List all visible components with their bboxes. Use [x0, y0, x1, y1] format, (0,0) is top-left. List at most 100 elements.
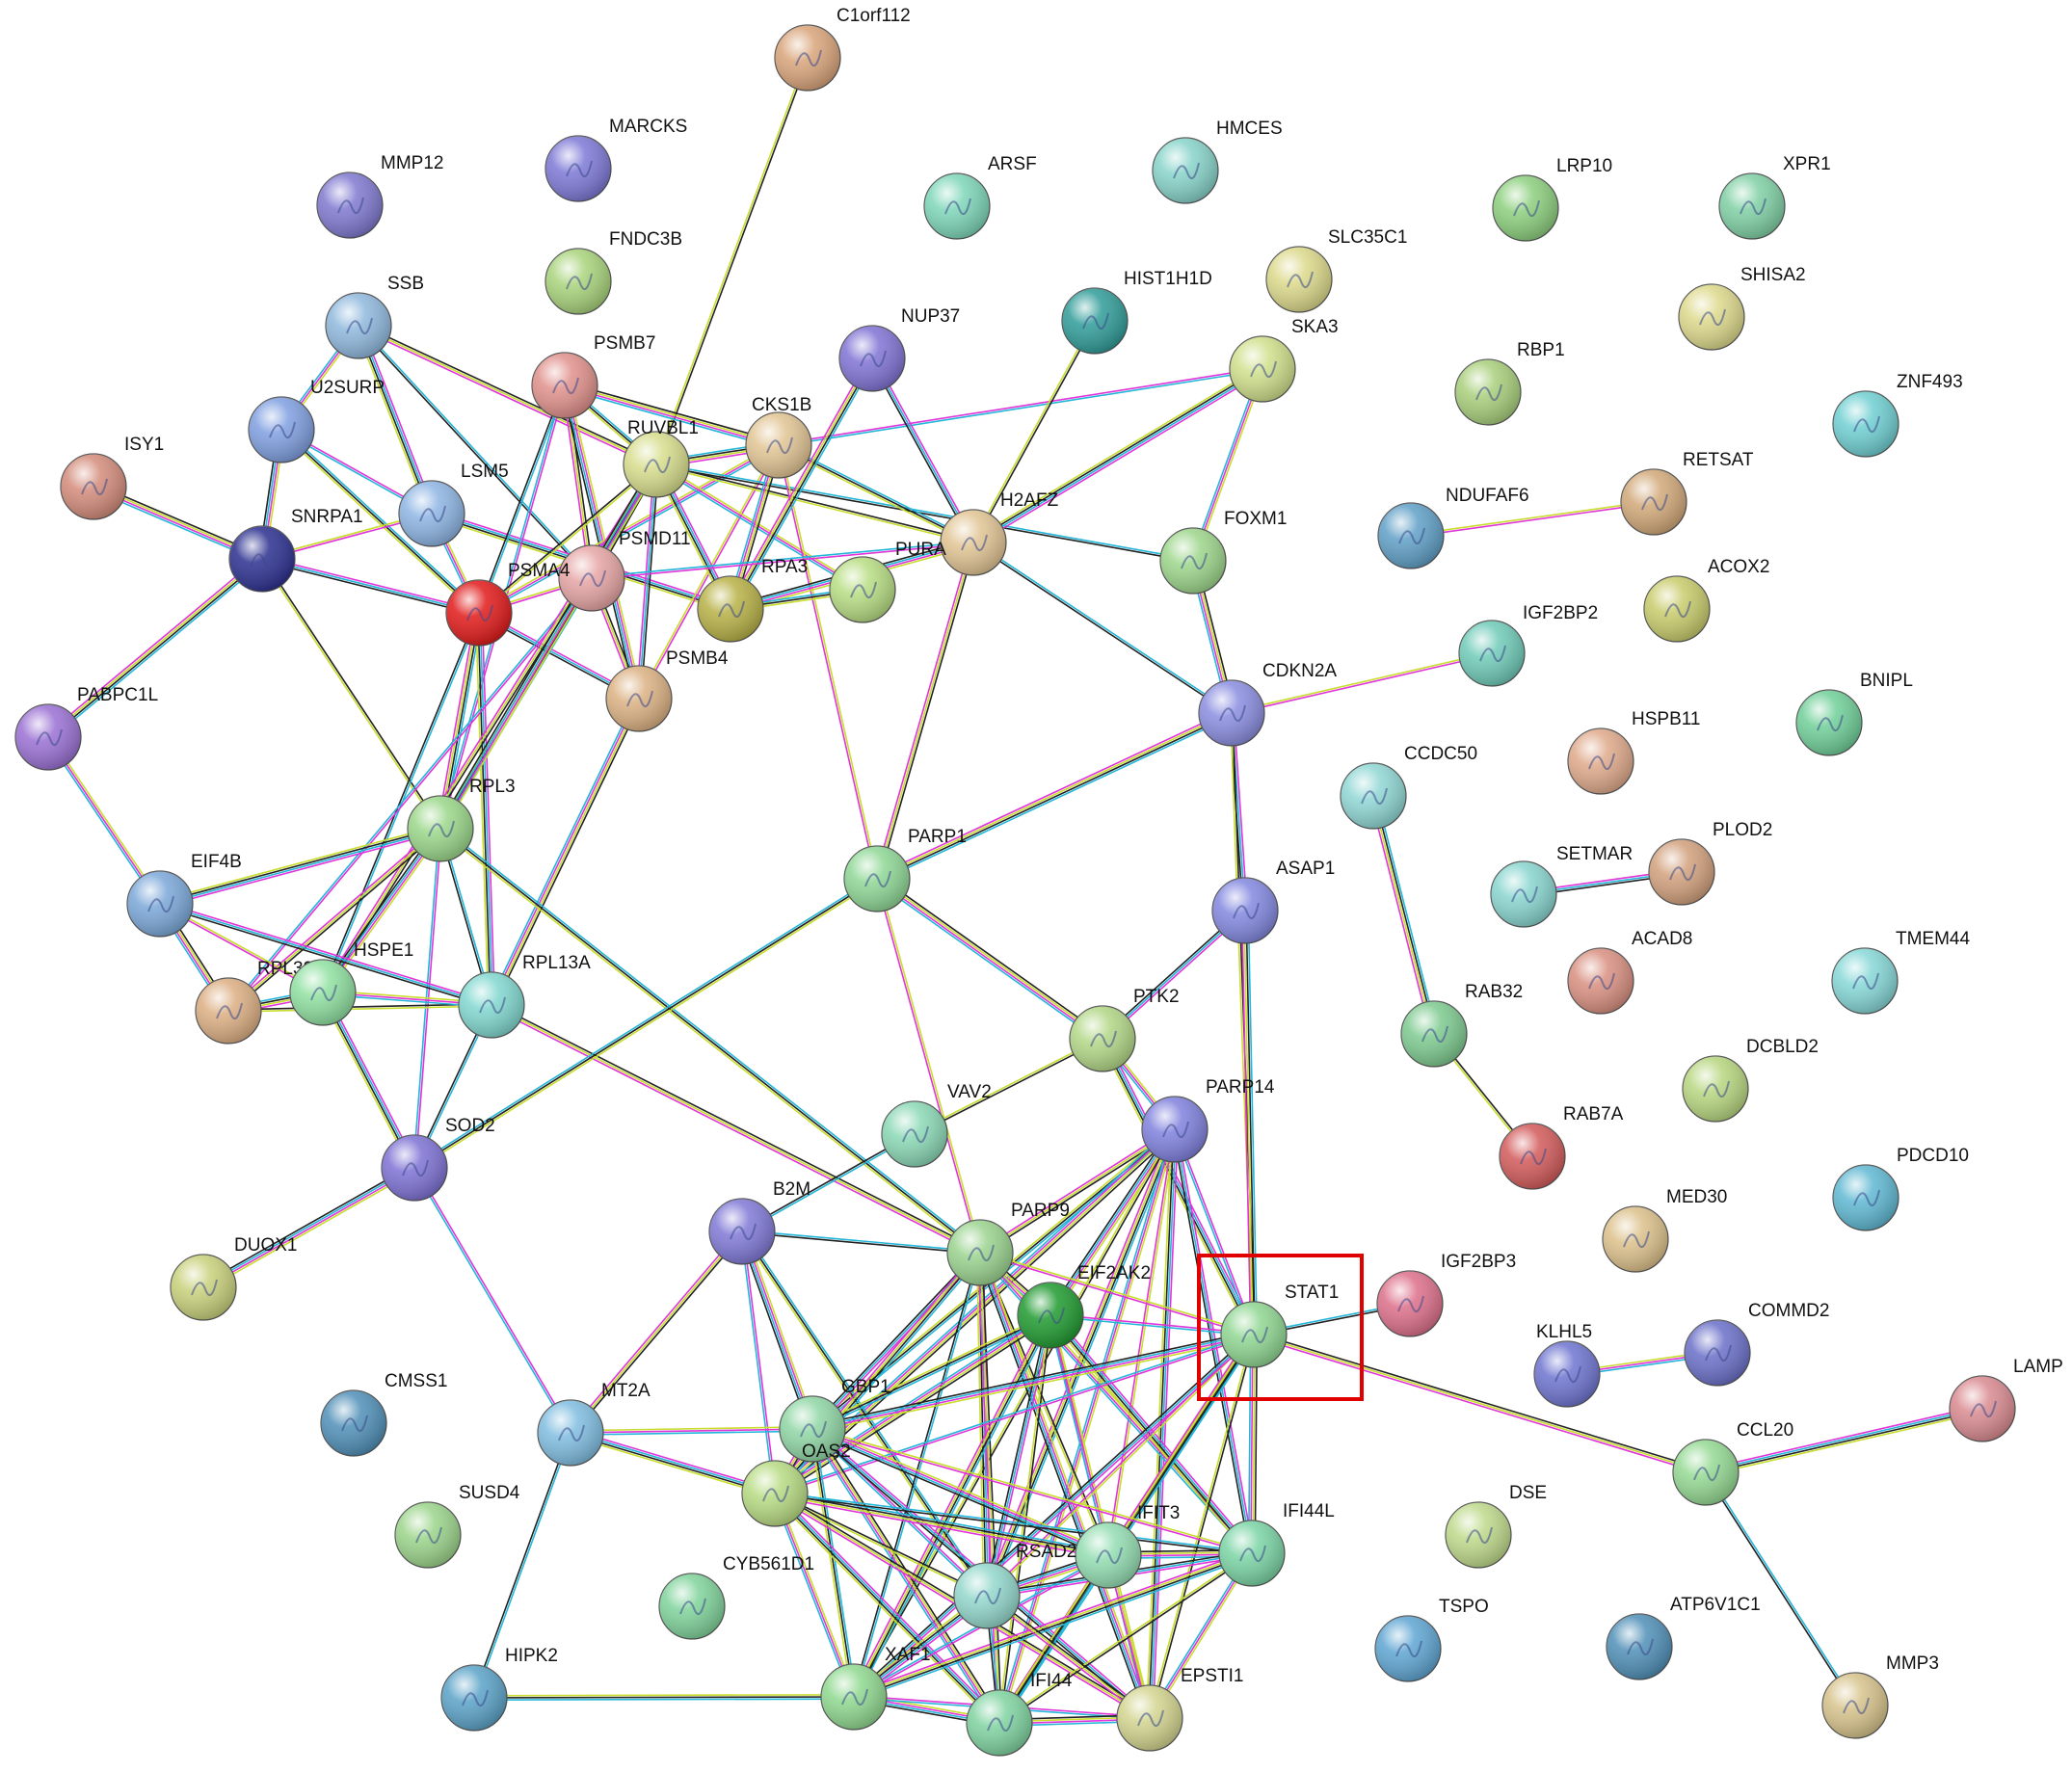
node-bnipl[interactable]: BNIPL	[1795, 671, 1913, 756]
node-b2m[interactable]: B2M	[708, 1179, 810, 1265]
node-ska3[interactable]: SKA3	[1229, 317, 1339, 403]
node-ifit3[interactable]: IFIT3	[1075, 1503, 1180, 1589]
node-hmces[interactable]: HMCES	[1152, 119, 1283, 204]
node-marcks[interactable]: MARCKS	[545, 117, 687, 202]
node-psmb4[interactable]: PSMB4	[605, 648, 729, 732]
node-shisa2[interactable]: SHISA2	[1678, 265, 1806, 351]
node-slc35c1[interactable]: SLC35C1	[1265, 227, 1407, 313]
node-cyb561d1[interactable]: CYB561D1	[658, 1554, 814, 1640]
node-rpl39l[interactable]: RPL39L	[195, 959, 324, 1045]
node-hspb11[interactable]: HSPB11	[1567, 709, 1700, 795]
node-psmd11[interactable]: PSMD11	[558, 529, 691, 612]
node-label: NDUFAF6	[1446, 486, 1529, 506]
node-dcbld2[interactable]: DCBLD2	[1682, 1037, 1819, 1123]
node-isy1[interactable]: ISY1	[60, 435, 164, 520]
node-klhl5[interactable]: KLHL5	[1533, 1322, 1601, 1408]
edge-ska3-foxm1	[1190, 367, 1265, 563]
node-duox1[interactable]: DUOX1	[170, 1235, 297, 1321]
edge-snrpa1-pabpc1l	[45, 555, 265, 741]
node-arsf[interactable]: ARSF	[923, 154, 1037, 240]
node-med30[interactable]: MED30	[1602, 1187, 1727, 1273]
node-znf493[interactable]: ZNF493	[1832, 372, 1963, 458]
node-tspo[interactable]: TSPO	[1374, 1597, 1489, 1682]
node-psmb7[interactable]: PSMB7	[531, 333, 655, 419]
node-epsti1[interactable]: EPSTI1	[1116, 1666, 1243, 1752]
node-rpl13a[interactable]: RPL13A	[458, 953, 591, 1039]
node-lsm5[interactable]: LSM5	[398, 462, 509, 547]
node-ccdc50[interactable]: CCDC50	[1340, 744, 1477, 830]
node-asap1[interactable]: ASAP1	[1211, 859, 1335, 944]
node-tmem44[interactable]: TMEM44	[1831, 929, 1971, 1015]
node-cks1b[interactable]: CKS1B	[745, 395, 812, 479]
node-atp6v1c1[interactable]: ATP6V1C1	[1606, 1595, 1761, 1680]
protein-structure-icon	[1173, 162, 1200, 180]
node-dse[interactable]: DSE	[1445, 1483, 1547, 1569]
node-mt2a[interactable]: MT2A	[537, 1381, 651, 1467]
node-hspe1[interactable]: HSPE1	[289, 940, 413, 1026]
node-psma4[interactable]: PSMA4	[445, 561, 571, 647]
node-susd4[interactable]: SUSD4	[394, 1483, 520, 1569]
node-ifi44[interactable]: IFI44	[966, 1671, 1073, 1757]
node-gloss	[746, 412, 811, 478]
node-vav2[interactable]: VAV2	[881, 1082, 992, 1168]
node-label: IFIT3	[1137, 1503, 1180, 1523]
node-lrp10[interactable]: LRP10	[1492, 156, 1612, 242]
node-commd2[interactable]: COMMD2	[1684, 1301, 1829, 1387]
node-plod2[interactable]: PLOD2	[1648, 820, 1772, 906]
node-acox2[interactable]: ACOX2	[1643, 557, 1769, 643]
node-mmp3[interactable]: MMP3	[1821, 1653, 1939, 1739]
node-mmp12[interactable]: MMP12	[316, 153, 443, 239]
node-setmar[interactable]: SETMAR	[1490, 844, 1633, 928]
node-ifi44l[interactable]: IFI44L	[1218, 1501, 1335, 1587]
node-rsad2[interactable]: RSAD2	[953, 1542, 1076, 1629]
node-gbp1[interactable]: GBP1	[779, 1377, 890, 1463]
node-lamp[interactable]: LAMP	[1949, 1357, 2063, 1442]
node-label: EPSTI1	[1181, 1666, 1243, 1686]
protein-structure-icon	[1588, 753, 1615, 771]
node-ccl20[interactable]: CCL20	[1672, 1420, 1793, 1506]
node-h2afz[interactable]: H2AFZ	[940, 490, 1059, 576]
node-retsat[interactable]: RETSAT	[1620, 450, 1754, 536]
node-stat1[interactable]: STAT1	[1220, 1283, 1339, 1368]
node-snrpa1[interactable]: SNRPA1	[228, 507, 363, 593]
node-parp1[interactable]: PARP1	[843, 827, 967, 912]
node-cmss1[interactable]: CMSS1	[320, 1371, 447, 1457]
node-pdcd10[interactable]: PDCD10	[1832, 1146, 1969, 1231]
node-ptk2[interactable]: PTK2	[1069, 987, 1180, 1072]
node-c1orf112[interactable]: C1orf112	[774, 6, 911, 92]
node-u2surp[interactable]: U2SURP	[248, 378, 385, 463]
node-pabpc1l[interactable]: PABPC1L	[14, 685, 158, 771]
node-rab7a[interactable]: RAB7A	[1499, 1104, 1624, 1190]
node-eif4b[interactable]: EIF4B	[126, 852, 242, 938]
node-ruvbl1[interactable]: RUVBL1	[623, 418, 699, 498]
node-sod2[interactable]: SOD2	[381, 1116, 495, 1202]
node-xpr1[interactable]: XPR1	[1718, 154, 1831, 240]
node-ssb[interactable]: SSB	[325, 274, 424, 359]
node-hipk2[interactable]: HIPK2	[440, 1646, 558, 1732]
edge-oas2-xaf1	[772, 1492, 857, 1699]
edge-asap1-stat1	[1240, 910, 1259, 1336]
node-hist1h1d[interactable]: HIST1H1D	[1061, 269, 1212, 355]
node-cdkn2a[interactable]: CDKN2A	[1198, 661, 1337, 747]
node-fndc3b[interactable]: FNDC3B	[545, 229, 682, 315]
node-gloss	[1603, 1206, 1668, 1272]
node-parp14[interactable]: PARP14	[1141, 1077, 1275, 1163]
node-label: SLC35C1	[1328, 227, 1407, 248]
node-igf2bp3[interactable]: IGF2BP3	[1376, 1252, 1516, 1337]
node-pura[interactable]: PURA	[829, 540, 946, 623]
node-igf2bp2[interactable]: IGF2BP2	[1458, 603, 1598, 687]
node-parp9[interactable]: PARP9	[946, 1201, 1070, 1286]
node-oas2[interactable]: OAS2	[741, 1441, 851, 1527]
node-label: HIPK2	[505, 1646, 558, 1666]
node-label: MARCKS	[609, 117, 687, 137]
node-foxm1[interactable]: FOXM1	[1159, 509, 1287, 595]
node-rab32[interactable]: RAB32	[1400, 982, 1523, 1068]
node-acad8[interactable]: ACAD8	[1567, 929, 1692, 1015]
node-rpa3[interactable]: RPA3	[697, 557, 808, 643]
node-xaf1[interactable]: XAF1	[820, 1645, 931, 1731]
node-ndufaf6[interactable]: NDUFAF6	[1377, 486, 1529, 569]
node-rbp1[interactable]: RBP1	[1454, 340, 1565, 426]
node-nup37[interactable]: NUP37	[838, 306, 960, 392]
node-eif2ak2[interactable]: EIF2AK2	[1017, 1263, 1151, 1349]
node-rpl3[interactable]: RPL3	[407, 777, 516, 862]
